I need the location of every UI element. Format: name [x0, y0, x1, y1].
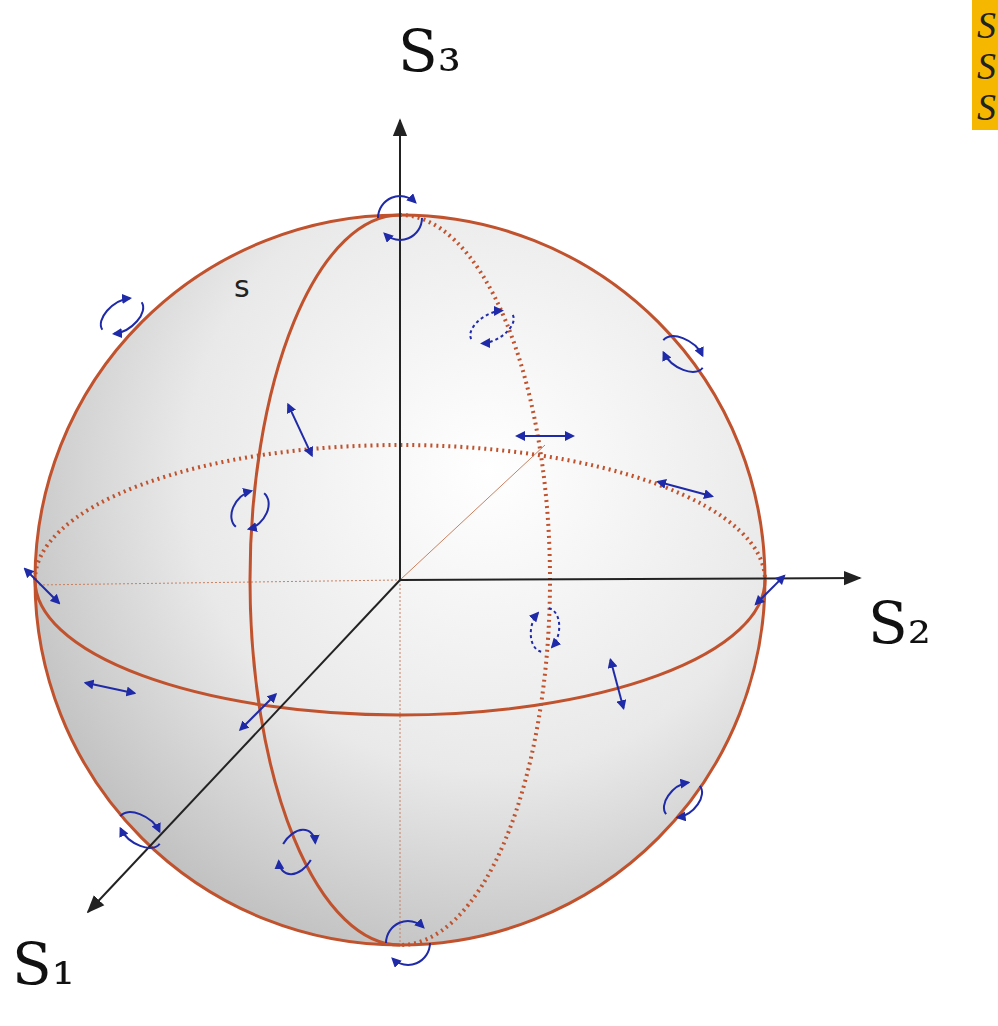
axis-back [35, 580, 400, 585]
axis-label: S₂ [868, 594, 931, 652]
polarization-ellipse [542, 608, 562, 647]
polarization-ellipse [283, 823, 319, 857]
s1-axis [88, 580, 400, 912]
linear-polarization [240, 694, 275, 729]
stokes-parameter: S [977, 88, 996, 126]
linear-polarization [86, 683, 135, 693]
polarization-ellipse [393, 943, 430, 965]
linear-polarization [756, 576, 784, 604]
polarization-ellipse [477, 315, 519, 347]
polarization-ellipse [661, 344, 702, 379]
axis-back [400, 445, 545, 580]
polarization-ellipse [657, 779, 695, 814]
equator-front [35, 580, 765, 715]
axis-label: S₃ [398, 22, 461, 80]
polarization-ellipse [663, 329, 704, 364]
polarization-ellipse [671, 786, 709, 821]
axis-label: S₁ [12, 935, 75, 993]
axis-back [400, 580, 401, 945]
polarization-ellipse [465, 307, 507, 339]
meridian-front [250, 215, 400, 945]
stokes-parameter: S [977, 6, 996, 44]
polarization-ellipse [527, 612, 547, 651]
polarization-ellipse [224, 488, 260, 527]
linear-polarization [288, 405, 312, 456]
polarization-ellipse [275, 846, 311, 880]
polarization-ellipse [386, 921, 423, 943]
linear-polarization [658, 482, 712, 496]
polarization-ellipse [120, 805, 161, 840]
polarization-ellipse [118, 820, 159, 855]
linear-polarization [517, 435, 573, 437]
s3-axis [399, 120, 401, 580]
polarization-ellipse [240, 493, 276, 532]
linear-polarization [611, 660, 624, 708]
highlight-box [972, 0, 998, 130]
stokes-vector-label: s [234, 272, 250, 302]
polarization-ellipse [385, 218, 422, 240]
linear-polarization [25, 569, 59, 603]
polarization-ellipse [94, 295, 135, 330]
polarization-ellipse [108, 302, 149, 337]
s2-axis [400, 578, 860, 580]
stokes-parameter: S [977, 47, 996, 85]
polarization-ellipse [378, 196, 415, 218]
